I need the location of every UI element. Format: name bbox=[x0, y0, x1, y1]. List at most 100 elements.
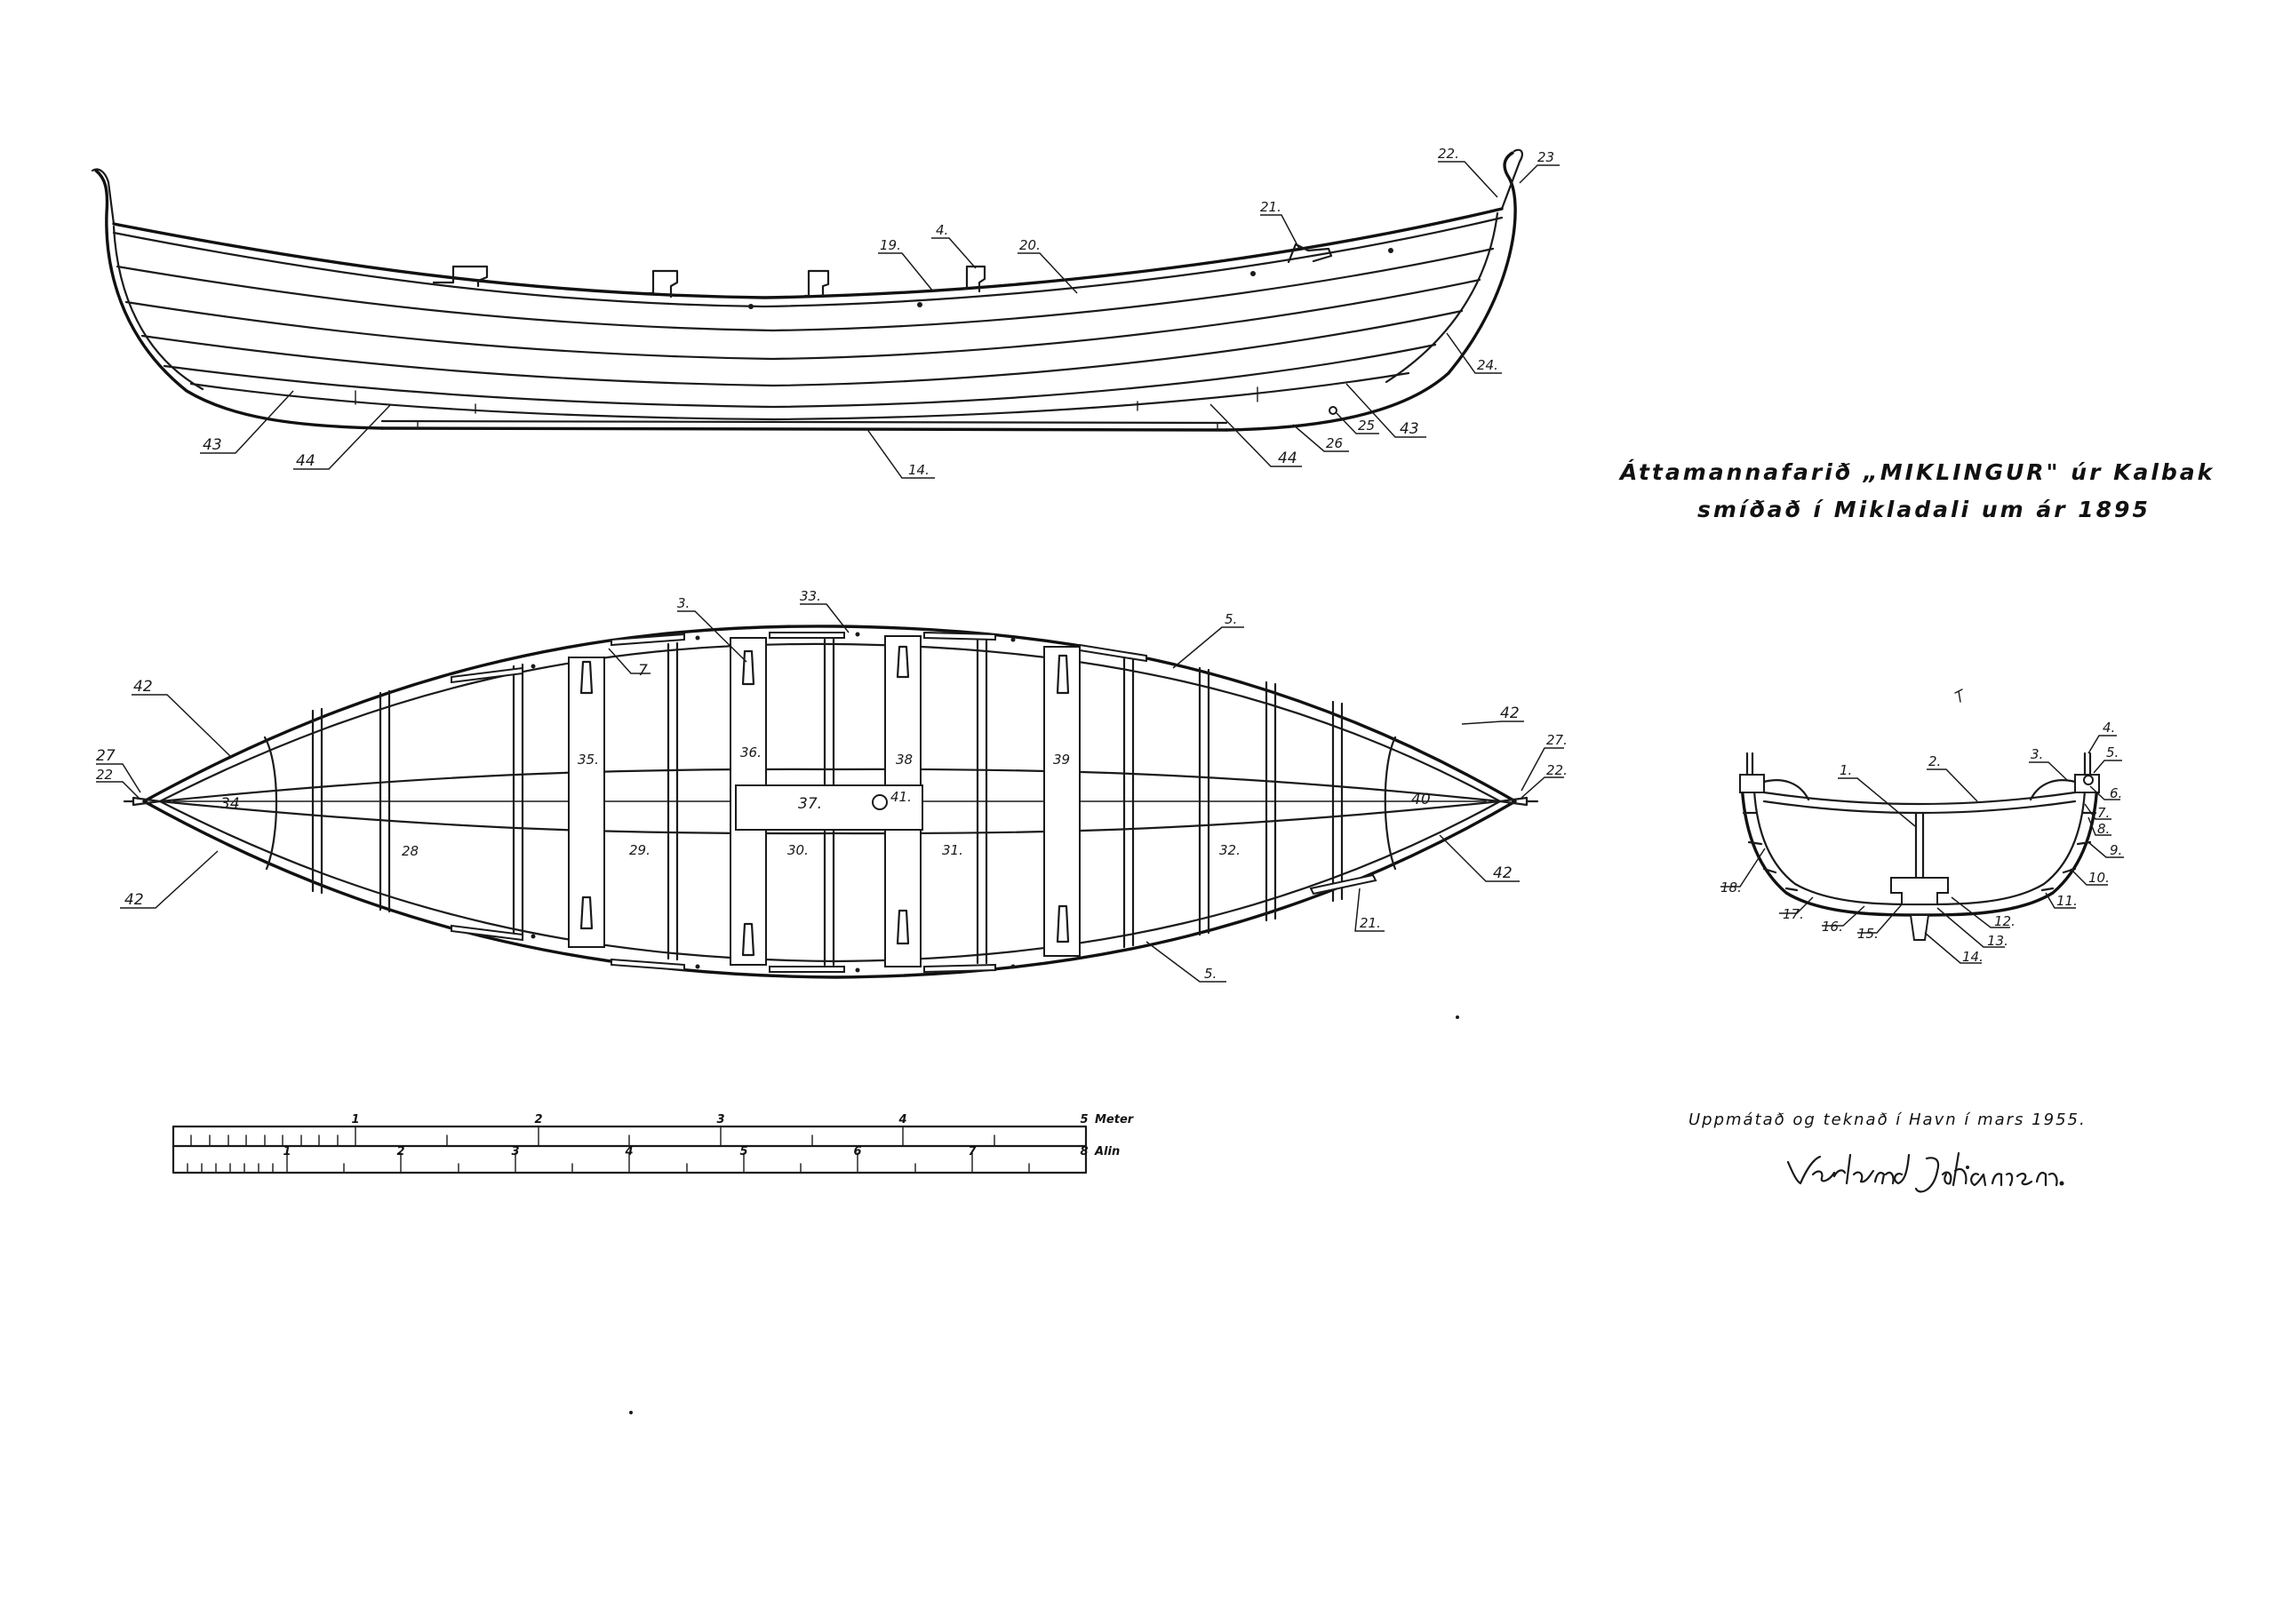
plan-leader-3 bbox=[677, 610, 747, 663]
plan-deck-aft bbox=[263, 736, 278, 871]
section-callout-11: 11. bbox=[2056, 893, 2078, 909]
profile-stem-aft bbox=[94, 169, 384, 430]
profile-leader-23 bbox=[1519, 164, 1560, 184]
pencil-mark bbox=[1954, 689, 1963, 703]
section-leader-7 bbox=[2084, 803, 2111, 820]
plan-tholes-top bbox=[451, 631, 1147, 684]
section-gunwale-left bbox=[1739, 774, 1765, 793]
plan-leader-33 bbox=[800, 603, 850, 633]
section-callout-13: 13. bbox=[1987, 933, 2008, 949]
section-leader-2 bbox=[1927, 768, 1978, 802]
profile-leader-26 bbox=[1292, 424, 1349, 452]
profile-callout-44-aft: 44 bbox=[296, 452, 315, 470]
scale-alin-unit: Alin bbox=[1094, 1145, 1120, 1158]
profile-strake-2 bbox=[124, 278, 1481, 361]
section-leader-3 bbox=[2029, 761, 2068, 781]
plan-leader-27-left bbox=[96, 763, 141, 793]
scale-alin-2: 2 bbox=[396, 1145, 404, 1158]
profile-keel-joint bbox=[355, 386, 1258, 431]
section-callout-15: 15. bbox=[1857, 926, 1879, 942]
section-leader-13 bbox=[1936, 907, 2005, 948]
plan-callout-5-bot: 5. bbox=[1204, 966, 1217, 982]
section-keel bbox=[1909, 914, 1930, 941]
scale-alin-3: 3 bbox=[511, 1145, 519, 1158]
plan-leader-21 bbox=[1354, 888, 1385, 932]
section-callout-5: 5. bbox=[2106, 744, 2119, 760]
section-knee-right bbox=[2029, 779, 2077, 801]
plan-leader-22-left bbox=[96, 781, 141, 800]
scale-meter-5: 5 bbox=[1080, 1113, 1088, 1126]
plan-callout-3: 3. bbox=[677, 595, 690, 611]
profile-keel bbox=[380, 426, 1228, 432]
plan-leader-5-top bbox=[1172, 626, 1244, 669]
plan-keelson bbox=[158, 768, 1502, 835]
section-leader-6 bbox=[2089, 785, 2120, 800]
profile-callout-43-fore: 43 bbox=[1400, 420, 1419, 438]
profile-gunwale bbox=[112, 207, 1504, 299]
profile-leader-22 bbox=[1438, 161, 1498, 198]
section-leader-9 bbox=[2087, 841, 2124, 858]
section-leader-15 bbox=[1857, 904, 1903, 934]
section-callout-16: 16. bbox=[1822, 919, 1843, 935]
profile-leader-14 bbox=[866, 427, 935, 479]
scale-meter-2: 2 bbox=[534, 1113, 542, 1126]
profile-rivet bbox=[1250, 271, 1256, 276]
profile-leader-43-fore bbox=[1345, 383, 1426, 438]
plan-rivets bbox=[531, 632, 1016, 973]
profile-callout-24: 24. bbox=[1477, 357, 1498, 373]
section-callout-1: 1. bbox=[1840, 762, 1852, 778]
profile-stemhead-aft bbox=[91, 168, 116, 226]
plan-callout-27-left: 27 bbox=[96, 747, 116, 765]
section-strakes bbox=[1742, 811, 2097, 892]
plan-callout-5-top: 5. bbox=[1225, 611, 1237, 627]
plan-label-30: 30. bbox=[787, 842, 809, 858]
profile-leader-21 bbox=[1260, 214, 1300, 250]
plan-label-41: 41. bbox=[890, 789, 912, 805]
section-callout-17: 17. bbox=[1783, 906, 1804, 922]
plan-hull-outer bbox=[142, 625, 1517, 979]
section-leader-11 bbox=[2045, 892, 2076, 909]
section-callout-3: 3. bbox=[2031, 746, 2043, 762]
scale-meter-3: 3 bbox=[716, 1113, 724, 1126]
section-callout-12: 12. bbox=[1994, 913, 2016, 929]
section-callout-4: 4. bbox=[2103, 720, 2115, 736]
profile-leader-19 bbox=[878, 252, 934, 292]
plan-tholes-bottom bbox=[451, 873, 1377, 974]
profile-strake-4 bbox=[163, 343, 1437, 409]
profile-leader-20 bbox=[1018, 252, 1078, 294]
plan-label-36: 36. bbox=[740, 744, 762, 760]
scale-alin-1: 1 bbox=[283, 1145, 291, 1158]
scale-bar: 1 2 3 4 5 Meter 1 2 3 4 5 6 7 8 Alin bbox=[172, 1113, 1135, 1174]
profile-leader-44-aft bbox=[293, 403, 392, 470]
section-thwart bbox=[1762, 791, 2077, 815]
plan-leader-42-tr bbox=[1461, 720, 1524, 725]
plan-callout-22-left: 22 bbox=[96, 767, 113, 783]
plan-label-39: 39 bbox=[1053, 752, 1070, 768]
title-line-1: Áttamannafarið „MIKLINGUR" úr Kalbak bbox=[1618, 459, 2215, 485]
plan-mast-hole bbox=[872, 794, 888, 810]
profile-gunwale-rail bbox=[112, 216, 1504, 308]
profile-callout-19: 19. bbox=[880, 237, 901, 253]
title-block: Áttamannafarið „MIKLINGUR" úr Kalbak smí… bbox=[1618, 459, 2215, 522]
plan-thwart-39 bbox=[1043, 646, 1081, 957]
plan-callout-42-bl: 42 bbox=[124, 891, 144, 909]
section-peg bbox=[2083, 775, 2094, 785]
scale-alin-6: 6 bbox=[853, 1145, 861, 1158]
section-callout-14: 14. bbox=[1962, 949, 1984, 965]
profile-leader-4 bbox=[931, 237, 977, 269]
plan-callout-42-tl: 42 bbox=[133, 678, 153, 696]
plan-label-34: 34 bbox=[220, 795, 240, 813]
plan-callout-33: 33. bbox=[800, 588, 821, 604]
section-thole-left bbox=[1745, 752, 1754, 776]
side-profile: 22. 23 21. 4. 19. 20. 24. 43 44 14. 44 2… bbox=[91, 146, 1560, 479]
profile-callout-25: 25 bbox=[1358, 418, 1375, 434]
credits: Uppmátað og teknað í Havn í mars 1955. bbox=[1688, 1111, 2085, 1193]
plan-deck-fore bbox=[1384, 736, 1397, 871]
profile-strake-5 bbox=[189, 371, 1410, 421]
section-leader-4 bbox=[2087, 735, 2117, 754]
profile-stem-aft-inner bbox=[112, 225, 204, 391]
section-callout-2: 2. bbox=[1928, 753, 1941, 769]
section-callout-8: 8. bbox=[2097, 821, 2110, 837]
scale-alin-5: 5 bbox=[739, 1145, 747, 1158]
